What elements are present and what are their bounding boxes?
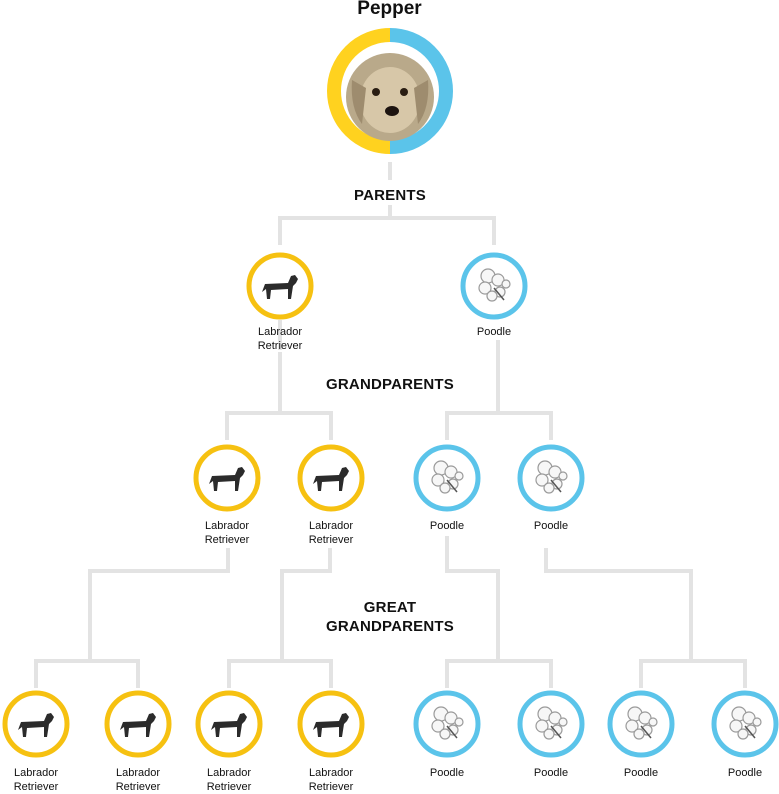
great-grandparent-labrador-node-7	[2, 690, 70, 758]
grandparents-heading: GRANDPARENTS	[326, 376, 454, 393]
great-grandparent-poodle-node-14	[711, 690, 779, 758]
great-grandparent-breed-label: Poodle	[496, 766, 606, 780]
parent-poodle-node-2	[460, 252, 528, 320]
grandparent-poodle-node-5	[413, 444, 481, 512]
great-grandparent-labrador-node-8	[104, 690, 172, 758]
great-grandparent-breed-label: Poodle	[690, 766, 779, 780]
great-grandparent-labrador-node-10	[297, 690, 365, 758]
grandparent-breed-label: Poodle	[392, 519, 502, 533]
breed-label-line: Labrador	[308, 520, 354, 532]
grandparent-poodle-node-6	[517, 444, 585, 512]
connector-line-6	[225, 411, 333, 440]
breed-label-line: Labrador	[257, 326, 303, 338]
breed-label-line: Labrador	[206, 767, 252, 779]
poodle-dog-icon	[729, 706, 762, 740]
breed-label-line: Retriever	[204, 534, 250, 546]
breed-label-line: Poodle	[623, 767, 659, 779]
connector-line-9	[88, 548, 230, 661]
breed-label-line: Poodle	[727, 767, 763, 779]
labrador-dog-icon	[313, 713, 349, 737]
breed-label-line: Labrador	[308, 767, 354, 779]
breed-label-line: Retriever	[308, 534, 354, 546]
doodle-dog-photo-icon	[346, 53, 434, 141]
connector-line-11	[280, 548, 332, 661]
connector-line-12	[227, 659, 333, 688]
breed-label-line: Labrador	[13, 767, 59, 779]
breed-label-line: Retriever	[206, 781, 252, 793]
poodle-dog-icon	[535, 460, 568, 494]
great-grandparents-heading-line-2: GRANDPARENTS	[326, 618, 454, 635]
labrador-dog-icon	[211, 713, 247, 737]
parents-heading: PARENTS	[354, 187, 426, 204]
great-grandparent-poodle-node-13	[607, 690, 675, 758]
connector-line-16	[639, 659, 747, 688]
dog-name-title: Pepper	[357, 0, 422, 19]
labrador-dog-icon	[18, 713, 54, 737]
great-grandparent-poodle-node-12	[517, 690, 585, 758]
grandparent-labrador-node-4	[297, 444, 365, 512]
labrador-dog-icon	[120, 713, 156, 737]
breed-label-line: Poodle	[476, 326, 512, 338]
connector-line-14	[445, 659, 553, 688]
breed-label-line: Poodle	[533, 767, 569, 779]
great-grandparents-heading: GREAT GRANDPARENTS	[290, 598, 490, 636]
connector-line-13	[445, 536, 500, 661]
parent-breed-label: Poodle	[439, 325, 549, 339]
breed-label-line: Retriever	[308, 781, 354, 793]
great-grandparent-poodle-node-11	[413, 690, 481, 758]
labrador-dog-icon	[262, 275, 298, 299]
labrador-dog-icon	[313, 467, 349, 491]
breed-label-line: Poodle	[533, 520, 569, 532]
subject-ring	[327, 28, 453, 154]
breed-label-line: Labrador	[115, 767, 161, 779]
great-grandparent-breed-label: Poodle	[392, 766, 502, 780]
connector-line-10	[34, 659, 140, 688]
grandparent-breed-label: Poodle	[496, 519, 606, 533]
poodle-dog-icon	[478, 268, 511, 302]
breed-label-line: Retriever	[257, 340, 303, 352]
labrador-dog-icon	[209, 467, 245, 491]
great-grandparent-breed-label: Poodle	[586, 766, 696, 780]
great-grandparent-labrador-node-9	[195, 690, 263, 758]
breed-label-line: Poodle	[429, 520, 465, 532]
breed-label-line: Retriever	[13, 781, 59, 793]
connector-line-1	[278, 216, 496, 245]
poodle-dog-icon	[625, 706, 658, 740]
connector-line-15	[544, 548, 693, 661]
poodle-dog-icon	[431, 460, 464, 494]
breed-label-line: Labrador	[204, 520, 250, 532]
connector-line-8	[445, 411, 553, 440]
poodle-dog-icon	[431, 706, 464, 740]
grandparent-labrador-node-3	[193, 444, 261, 512]
breed-label-line: Poodle	[429, 767, 465, 779]
great-grandparents-heading-line-1: GREAT	[363, 599, 417, 616]
parent-labrador-node-1	[246, 252, 314, 320]
poodle-dog-icon	[535, 706, 568, 740]
